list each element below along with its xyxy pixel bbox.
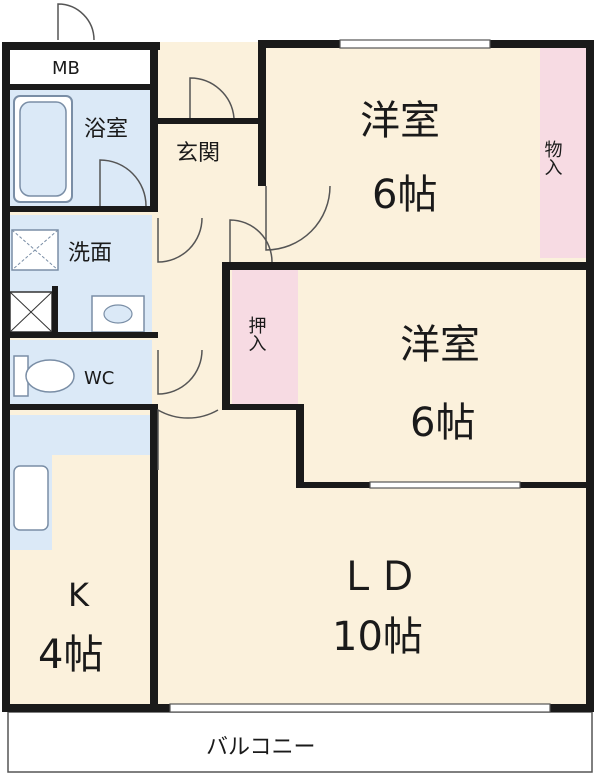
bathtub-inner (19, 101, 67, 197)
label-bath: 浴室 (84, 117, 128, 142)
label-closet1: 物入 (542, 140, 563, 176)
label-western2-name: 洋室 (400, 322, 480, 368)
label-western2-size: 6帖 (410, 400, 475, 446)
label-western1-name: 洋室 (360, 98, 440, 144)
kitchen-sink (13, 465, 49, 531)
sink-bowl (103, 304, 133, 324)
label-closet2: 押入 (246, 316, 267, 352)
genkan-area (158, 124, 258, 182)
closet2-area (232, 268, 298, 406)
label-genkan: 玄関 (176, 141, 220, 166)
label-kitchen-name: K (68, 576, 90, 614)
washer-cross-b (11, 229, 59, 271)
label-wc: WC (84, 368, 114, 389)
label-mb: MB (52, 58, 80, 79)
label-living-name: ＬＤ (338, 554, 418, 600)
windows (169, 39, 551, 713)
label-washroom: 洗面 (68, 241, 112, 266)
balcony-area (7, 711, 593, 773)
closet1-area (540, 48, 590, 258)
kitchen-counter (8, 415, 152, 455)
mb-area (8, 48, 152, 84)
label-living-size: 10帖 (332, 614, 423, 660)
storage-cross-b (9, 291, 53, 333)
toilet-bowl (25, 359, 75, 393)
label-kitchen-size: 4帖 (38, 632, 103, 678)
label-western1-size: 6帖 (372, 172, 437, 218)
label-balcony: バルコニー (206, 735, 316, 760)
door-swings (57, 3, 331, 470)
